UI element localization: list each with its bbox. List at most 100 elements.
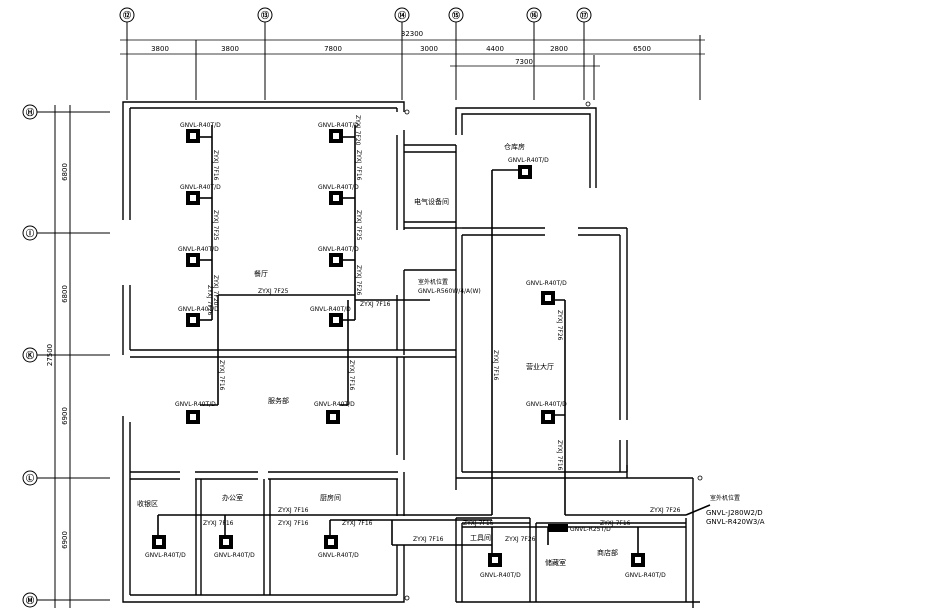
svg-text:⑫: ⑫ [123,10,131,20]
svg-text:ZYXJ 7F20: ZYXJ 7F20 [212,275,219,306]
svg-text:Ⓘ: Ⓘ [26,228,34,238]
svg-text:ZYXJ 7F16: ZYXJ 7F16 [463,520,494,527]
svg-text:ZYXJ 7F25: ZYXJ 7F25 [355,210,362,241]
svg-text:GNVL-J280W2/D: GNVL-J280W2/D [706,509,763,517]
svg-text:ZYXJ 7F16: ZYXJ 7F16 [413,536,444,543]
svg-text:储藏室: 储藏室 [545,558,566,567]
svg-text:32300: 32300 [401,30,423,38]
svg-text:GNVL-R40T/D: GNVL-R40T/D [178,306,219,313]
svg-text:GNVL-R40T/D: GNVL-R40T/D [214,552,255,559]
svg-text:GNVL-R25T/D: GNVL-R25T/D [570,526,611,533]
svg-text:6900: 6900 [61,531,69,549]
svg-text:GNVL-R560W/4/A(W): GNVL-R560W/4/A(W) [418,288,481,295]
svg-text:餐厅: 餐厅 [254,269,268,278]
svg-text:6800: 6800 [61,285,69,303]
column-markers [404,101,703,601]
svg-text:ZYXJ 7F16: ZYXJ 7F16 [348,360,355,391]
svg-text:3000: 3000 [420,45,438,53]
svg-text:Ⓛ: Ⓛ [26,473,34,483]
svg-text:ZYXJ 7F20: ZYXJ 7F20 [354,115,361,146]
unit-labels: GNVL-R40T/D GNVL-R40T/D GNVL-R40T/D GNVL… [145,122,666,579]
svg-text:ZYXJ 7F16: ZYXJ 7F16 [278,520,309,527]
svg-text:ZYXJ 7F16: ZYXJ 7F16 [600,520,631,527]
pipe-labels: ZYXJ 7F25 ZYXJ 7F16 ZYXJ 7F16 ZYXJ 7F16 … [203,288,681,543]
svg-text:⑰: ⑰ [580,10,588,20]
svg-text:GNVL-R40T/D: GNVL-R40T/D [318,122,359,129]
svg-text:ZYXJ 7F16: ZYXJ 7F16 [218,360,225,391]
svg-text:6500: 6500 [633,45,651,53]
svg-text:GNVL-R40T/D: GNVL-R40T/D [180,122,221,129]
left-axis-labels: Ⓗ Ⓘ Ⓚ Ⓛ Ⓜ [26,107,34,605]
left-dimension-text: 27500 6800 6800 6900 6900 [46,163,69,549]
svg-text:ZYXJ 7F16: ZYXJ 7F16 [556,440,563,471]
svg-text:ZYXJ 7F16: ZYXJ 7F16 [342,520,373,527]
svg-text:室外机位置: 室外机位置 [710,494,740,502]
refrigerant-pipes [157,125,711,555]
svg-text:ZYXJ 7F16: ZYXJ 7F16 [355,150,362,181]
svg-text:Ⓚ: Ⓚ [26,350,34,360]
svg-text:ZYXJ 7F26: ZYXJ 7F26 [206,285,213,316]
svg-text:27500: 27500 [46,344,54,366]
svg-text:GNVL-R40T/D: GNVL-R40T/D [178,246,219,253]
svg-text:6800: 6800 [61,163,69,181]
svg-text:3800: 3800 [151,45,169,53]
svg-text:收银区: 收银区 [137,499,158,508]
svg-text:⑭: ⑭ [398,10,406,20]
svg-text:GNVL-R40T/D: GNVL-R40T/D [318,246,359,253]
top-dimension-text: 32300 3800 3800 7800 3000 4400 2800 6500… [151,30,651,66]
top-dimension-lines [120,39,705,67]
svg-text:4400: 4400 [486,45,504,53]
svg-text:GNVL-R420W3/A: GNVL-R420W3/A [706,518,765,526]
svg-text:仓库房: 仓库房 [504,142,525,151]
svg-text:营业大厅: 营业大厅 [526,362,554,371]
top-axis-labels: ⑫ ⑬ ⑭ ⑮ ⑯ ⑰ [123,10,588,20]
pipe-labels-vertical: ZYXJ 7F20 ZYXJ 7F16 ZYXJ 7F25 ZYXJ 7F20 … [206,115,563,471]
svg-text:ZYXJ 7F26: ZYXJ 7F26 [505,536,536,543]
room-labels: 餐厅 服务部 收银区 办公室 厨房间 仓库房 营业大厅 工具间 储藏室 商店部 … [137,142,618,567]
svg-text:办公室: 办公室 [222,493,243,502]
svg-text:ZYXJ 7F16: ZYXJ 7F16 [212,150,219,181]
svg-text:Ⓗ: Ⓗ [26,107,34,117]
svg-text:6900: 6900 [61,407,69,425]
svg-text:GNVL-R40T/D: GNVL-R40T/D [526,280,567,287]
svg-text:⑯: ⑯ [530,10,538,20]
svg-text:GNVL-R40T/D: GNVL-R40T/D [145,552,186,559]
walls [122,101,700,608]
svg-text:ZYXJ 7F16: ZYXJ 7F16 [278,507,309,514]
svg-text:GNVL-R40T/D: GNVL-R40T/D [310,306,351,313]
svg-text:ZYXJ 7F26: ZYXJ 7F26 [556,310,563,341]
svg-text:ZYXJ 7F25: ZYXJ 7F25 [258,288,289,295]
svg-text:GNVL-R40T/D: GNVL-R40T/D [175,401,216,408]
svg-text:ZYXJ 7F16: ZYXJ 7F16 [203,520,234,527]
svg-text:GNVL-R40T/D: GNVL-R40T/D [318,184,359,191]
svg-text:工具间: 工具间 [470,534,491,542]
svg-text:电气设备间: 电气设备间 [414,197,449,206]
svg-text:2800: 2800 [550,45,568,53]
svg-text:室外机位置: 室外机位置 [418,278,448,286]
svg-text:商店部: 商店部 [597,548,618,557]
svg-text:ZYXJ 7F16: ZYXJ 7F16 [360,301,391,308]
outdoor-unit-labels: 室外机位置 GNVL-R560W/4/A(W) 室外机位置 [418,278,740,502]
svg-text:GNVL-R40T/D: GNVL-R40T/D [318,552,359,559]
top-axis-markers [119,7,701,100]
svg-text:7300: 7300 [515,58,533,66]
svg-text:GNVL-R40T/D: GNVL-R40T/D [314,401,355,408]
svg-text:GNVL-R40T/D: GNVL-R40T/D [625,572,666,579]
svg-text:厨房间: 厨房间 [320,493,341,502]
outdoor-model-labels: GNVL-J280W2/D GNVL-R420W3/A [706,509,765,526]
svg-text:ZYXJ 7F16: ZYXJ 7F16 [492,350,499,381]
svg-text:⑮: ⑮ [452,10,460,20]
svg-text:⑬: ⑬ [261,10,269,20]
svg-text:GNVL-R40T/D: GNVL-R40T/D [180,184,221,191]
indoor-unit-centres [156,133,641,563]
svg-text:7800: 7800 [324,45,342,53]
svg-text:3800: 3800 [221,45,239,53]
svg-text:GNVL-R40T/D: GNVL-R40T/D [526,401,567,408]
svg-text:Ⓜ: Ⓜ [26,595,34,605]
left-axis-markers [22,104,110,608]
svg-text:ZYXJ 7F26: ZYXJ 7F26 [650,507,681,514]
svg-text:服务部: 服务部 [268,396,289,405]
svg-text:GNVL-R40T/D: GNVL-R40T/D [508,157,549,164]
svg-text:GNVL-R40T/D: GNVL-R40T/D [480,572,521,579]
